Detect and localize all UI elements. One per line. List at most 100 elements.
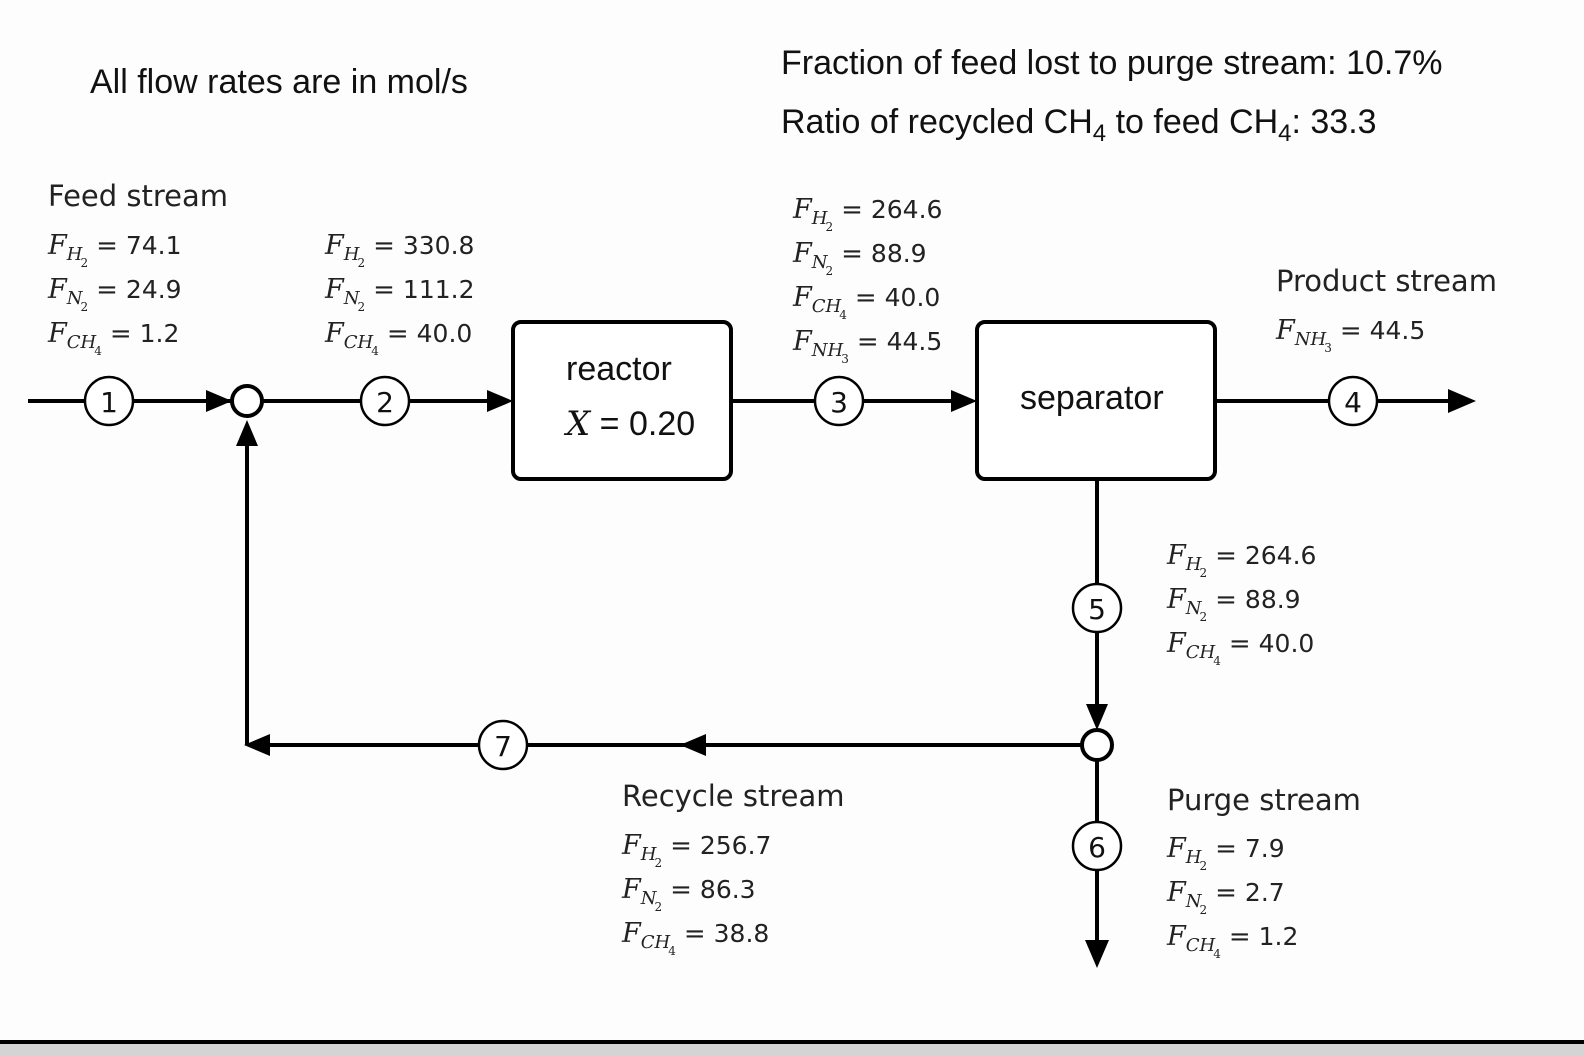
species-symbol: H (811, 208, 828, 229)
flow-value: 40.0 (416, 319, 473, 348)
flow-equation: FH2=264.6 (793, 190, 942, 234)
flow-value: 1.2 (1258, 922, 1299, 951)
equals-sign: = (109, 319, 132, 349)
species-symbol: H (343, 244, 360, 265)
arrowhead-into-separator (951, 390, 977, 412)
flow-value: 38.8 (713, 919, 770, 948)
equals-sign: = (386, 319, 409, 349)
arrowhead-recycle-mid (680, 734, 706, 756)
species-symbol: H (1185, 847, 1202, 868)
flow-value: 44.5 (886, 327, 943, 356)
arrowhead-recycle-up (236, 420, 258, 446)
equals-sign: = (1215, 834, 1237, 864)
conversion-value: = 0.20 (590, 405, 696, 443)
purge-stream-title: Purge stream (1167, 783, 1361, 817)
species-subscript: 3 (841, 352, 849, 366)
arrowhead-recycle-corner (244, 734, 270, 756)
flow-value: 264.6 (1244, 541, 1317, 570)
flow-equation: FNH3=44.5 (1276, 311, 1425, 355)
species-symbol: CH (66, 332, 97, 353)
stream-1-marker (83, 375, 135, 427)
flow-equation: FH2=256.7 (622, 826, 771, 870)
species-symbol: N (1185, 891, 1202, 912)
flow-value: 1.2 (139, 319, 180, 348)
species-subscript: 4 (839, 308, 847, 322)
equals-sign: = (670, 831, 692, 861)
species-subscript: 2 (80, 300, 89, 314)
flow-value: 86.3 (699, 875, 756, 904)
equals-sign: = (841, 195, 863, 225)
flow-equation: FH2=7.9 (1167, 829, 1298, 873)
equals-sign: = (1228, 922, 1251, 952)
ratio-label-mid: to feed CH (1106, 103, 1279, 141)
equals-sign: = (683, 919, 706, 949)
flow-value: 88.9 (870, 239, 927, 268)
product-stream-flows: FNH3=44.5 (1276, 311, 1425, 355)
species-subscript: 2 (1199, 859, 1208, 873)
stream-3-marker (813, 375, 865, 427)
flow-symbol: F (622, 874, 641, 905)
species-subscript: 2 (654, 856, 663, 870)
species-subscript: 4 (668, 944, 676, 958)
equals-sign: = (1215, 878, 1237, 908)
equals-sign: = (1228, 629, 1251, 659)
flow-equation: FCH4=1.2 (48, 314, 182, 358)
flow-symbol: F (793, 326, 812, 357)
flow-symbol: F (622, 830, 641, 861)
arrowhead-into-reactor (487, 390, 513, 412)
species-subscript: 2 (654, 900, 663, 914)
species-symbol: N (1185, 598, 1202, 619)
flow-equation: FH2=74.1 (48, 226, 182, 270)
equals-sign: = (1339, 316, 1362, 346)
species-symbol: NH (1294, 329, 1327, 350)
species-symbol: N (811, 252, 828, 273)
species-subscript: 2 (357, 300, 366, 314)
bottom-strip (0, 1044, 1584, 1056)
bottom-divider (0, 1040, 1584, 1044)
species-symbol: N (640, 888, 657, 909)
stream-5-marker (1071, 582, 1123, 634)
flow-symbol: F (622, 918, 641, 949)
species-subscript: 4 (1213, 947, 1221, 961)
flow-symbol: F (48, 230, 67, 261)
flow-equation: FCH4=40.0 (325, 314, 475, 358)
reactor-box (511, 320, 733, 481)
feed-stream-title: Feed stream (48, 179, 229, 213)
separator-label: separator (1020, 379, 1164, 417)
flow-equation: FCH4=40.0 (1167, 624, 1316, 668)
flow-equation: FCH4 =38.8 (622, 914, 771, 958)
flow-value: 74.1 (125, 231, 182, 260)
equals-sign: = (96, 275, 118, 305)
species-symbol: H (640, 844, 657, 865)
flow-value: 24.9 (125, 275, 182, 304)
flow-equation: FNH3=44.5 (793, 322, 942, 366)
stream-7-number: 7 (494, 730, 512, 763)
species-subscript: 2 (357, 256, 366, 270)
species-symbol: H (1185, 554, 1202, 575)
species-symbol: N (66, 288, 83, 309)
flow-value: 44.5 (1369, 316, 1426, 345)
purge-fraction-value: 10.7% (1346, 44, 1443, 82)
species-subscript: 2 (80, 256, 89, 270)
flow-equation: FN2=88.9 (1167, 580, 1316, 624)
conversion-symbol: X (566, 404, 591, 444)
stream-7-marker (477, 719, 529, 771)
species-symbol: CH (640, 932, 671, 953)
reactor-conversion: X = 0.20 (566, 404, 695, 444)
flow-equation: FCH4=40.0 (793, 278, 942, 322)
equals-sign: = (96, 231, 118, 261)
equals-sign: = (841, 239, 863, 269)
arrowhead-product-out (1448, 389, 1476, 413)
species-symbol: CH (1185, 642, 1216, 663)
splitter-node (1080, 728, 1114, 762)
arrowhead-into-splitter (1086, 704, 1108, 730)
units-note: All flow rates are in mol/s (90, 63, 468, 101)
species-subscript: 2 (1199, 610, 1208, 624)
species-subscript: 2 (825, 264, 834, 278)
arrowhead-purge-out (1085, 940, 1109, 968)
ratio-label-suffix: : (1291, 103, 1311, 141)
flow-equation: FH2=264.6 (1167, 536, 1316, 580)
ratio-label-prefix: Ratio of recycled CH (781, 103, 1093, 141)
